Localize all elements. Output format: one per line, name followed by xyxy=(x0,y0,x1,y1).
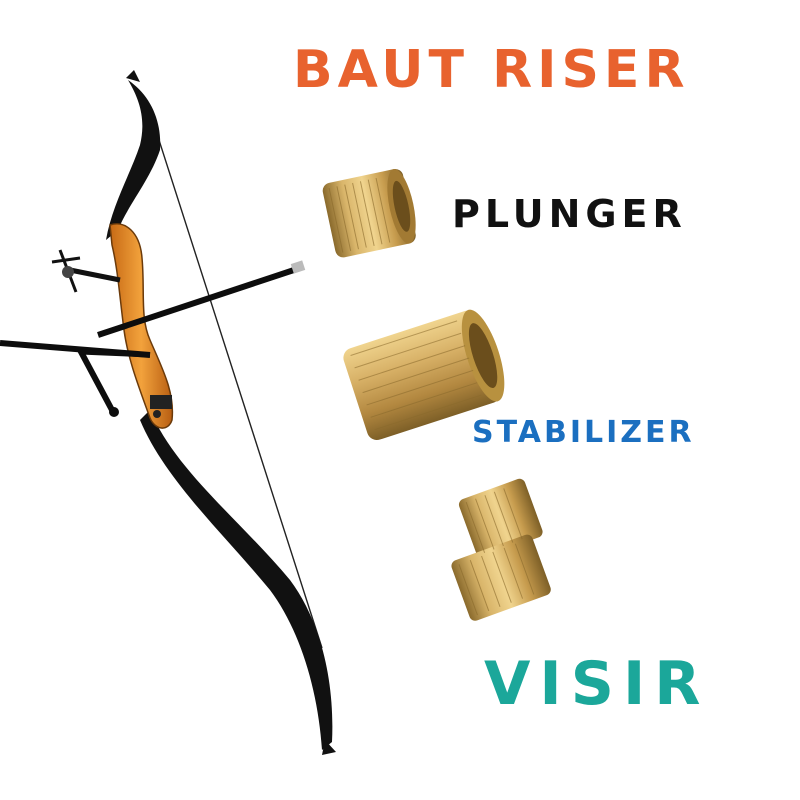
upper-limb xyxy=(106,80,161,240)
bow-string xyxy=(149,111,323,649)
sight-bar xyxy=(69,267,121,283)
visir-label: VISIR xyxy=(484,649,710,719)
stabilizer-bushing xyxy=(343,309,505,441)
visir-bushing xyxy=(451,478,551,621)
lower-limb xyxy=(140,410,333,750)
plunger-label: PLUNGER xyxy=(452,192,687,236)
sight-pin-icon xyxy=(51,249,81,293)
stabilizer-rod xyxy=(97,265,301,338)
stabilizer-label: STABILIZER xyxy=(472,415,695,450)
product-title: BAUT RISER xyxy=(293,40,690,100)
plunger-bushing xyxy=(322,168,416,258)
